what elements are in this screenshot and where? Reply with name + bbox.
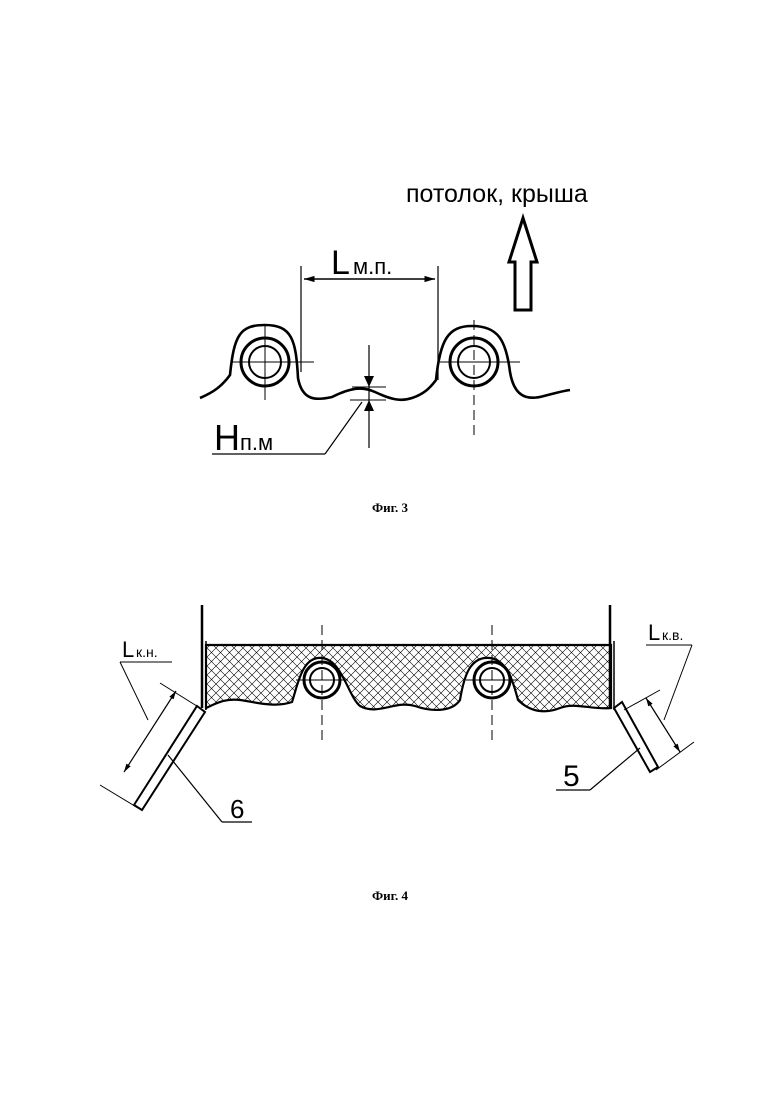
direction-label: потолок, крыша bbox=[406, 180, 588, 208]
figure-3-caption: Фиг. 3 bbox=[372, 500, 409, 515]
insulation-fill bbox=[206, 645, 611, 711]
callout-6: 6 bbox=[168, 755, 252, 824]
figure-4: L к.н. L к.в. 6 5 Фиг. 4 bbox=[100, 605, 694, 903]
callout-5: 5 bbox=[556, 748, 640, 793]
tube-right bbox=[440, 320, 520, 438]
left-wall bbox=[202, 605, 206, 710]
pitch-label-main: L bbox=[331, 244, 350, 282]
figure-3: потолок, крыша L м.п. bbox=[200, 180, 588, 515]
right-length-label-sub: к.в. bbox=[662, 627, 683, 643]
height-label-sub: п.м bbox=[240, 430, 273, 455]
right-length-dimension: L к.в. bbox=[624, 620, 694, 770]
tube-left-fig4 bbox=[296, 625, 348, 740]
callout-6-label: 6 bbox=[230, 794, 244, 824]
figure-4-caption: Фиг. 4 bbox=[372, 888, 409, 903]
up-arrow-icon bbox=[509, 218, 537, 310]
left-length-label-main: L bbox=[122, 637, 134, 662]
right-length-label-main: L bbox=[648, 620, 660, 645]
flap-left bbox=[134, 706, 205, 810]
tube-right-fig4 bbox=[466, 625, 518, 740]
height-label-main: H bbox=[214, 417, 240, 458]
callout-5-label: 5 bbox=[563, 760, 580, 793]
pitch-label-sub: м.п. bbox=[353, 254, 392, 279]
flap-right bbox=[614, 702, 658, 772]
left-length-label-sub: к.н. bbox=[136, 644, 158, 660]
